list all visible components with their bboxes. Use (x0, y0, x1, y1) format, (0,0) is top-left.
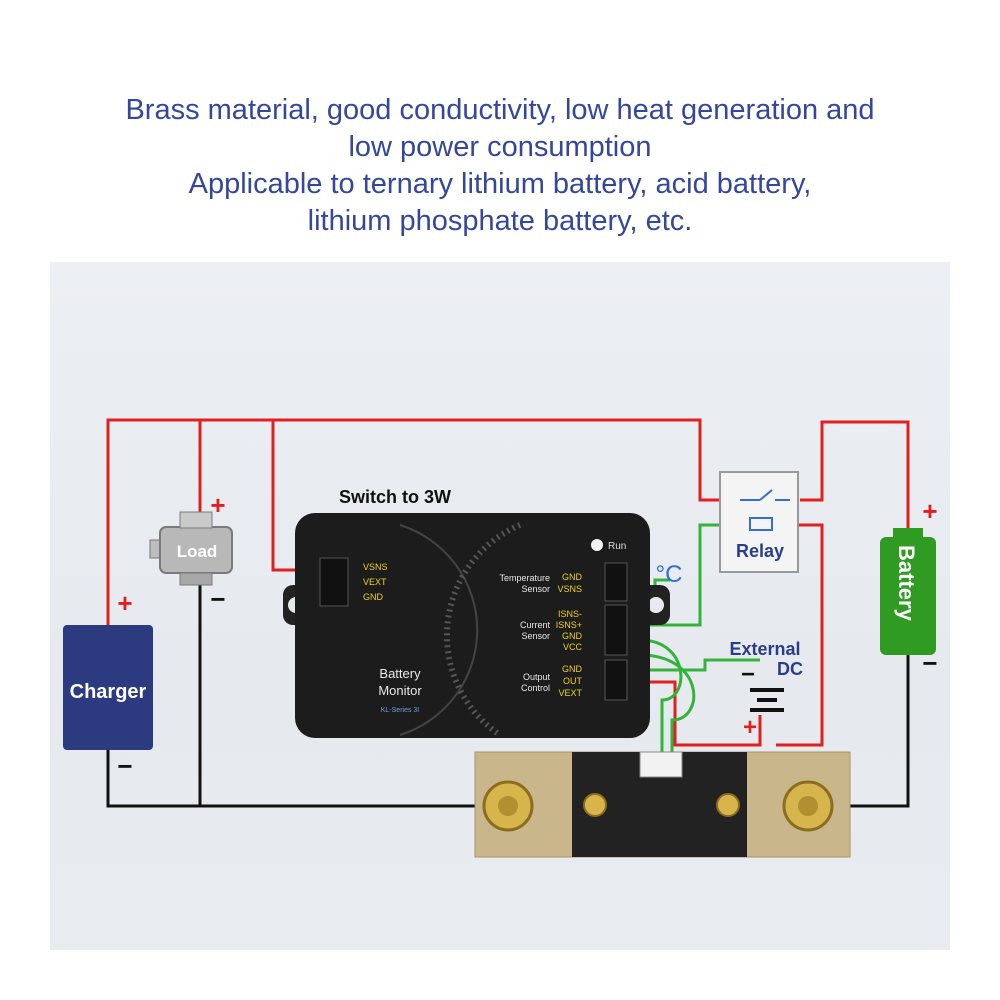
shunt-bolt-right-core (798, 796, 818, 816)
external-dc-label-2: DC (777, 659, 803, 679)
relay-body (719, 471, 799, 573)
charger-body (63, 625, 153, 750)
dc-minus: − (741, 661, 755, 688)
pin-label-gnd: GND (363, 592, 384, 602)
wiring-svg: Charger + − Load + − Switch to 3W Run Ba… (63, 418, 938, 858)
relay: Relay (719, 471, 799, 573)
monitor-series: KL-Series 3I (381, 707, 420, 714)
temp-connector (604, 562, 628, 602)
output-label-2: Control (521, 683, 550, 693)
negative-wires (106, 580, 910, 808)
shunt-screw-right (716, 793, 740, 817)
caption-line: Brass material, good conductivity, low h… (125, 94, 875, 126)
current-label-1: Current (520, 620, 551, 630)
mount-hole-right (648, 597, 664, 613)
external-dc-label-1: External (729, 639, 800, 659)
battery: Battery + − (880, 496, 938, 678)
load-plus: + (210, 490, 225, 520)
charger-plus: + (117, 588, 132, 618)
external-dc: External DC − + (729, 639, 803, 741)
battery-terminal (893, 528, 923, 538)
shunt (474, 751, 851, 858)
battery-monitor: Switch to 3W Run Battery Monitor KL-Seri… (283, 487, 670, 738)
run-label: Run (608, 541, 626, 552)
main-positive-wire (106, 418, 740, 625)
shunt-bolt-left-core (498, 796, 518, 816)
caption-line: Applicable to ternary lithium battery, a… (188, 168, 812, 200)
relay-coil (749, 517, 773, 531)
monitor-arc-left (399, 524, 479, 736)
load-minus: − (210, 584, 225, 614)
load: Load + − (149, 490, 233, 614)
output-label-1: Output (523, 672, 551, 682)
temp-pin-vsns: VSNS (557, 584, 582, 594)
monitor-body (295, 513, 650, 738)
positive-wires (106, 418, 910, 747)
current-connector (604, 604, 628, 656)
load-top (179, 511, 213, 529)
temp-label-1: Temperature (499, 573, 550, 583)
temp-label-2: Sensor (521, 584, 550, 594)
out-to-external-wire (640, 680, 762, 747)
shunt-screw-left (583, 793, 607, 817)
battery-minus: − (922, 648, 937, 678)
battery-plus: + (922, 496, 937, 526)
current-pin-gnd: GND (562, 631, 583, 641)
current-pin-isns-minus: ISNS- (558, 609, 582, 619)
output-pin-out: OUT (563, 676, 583, 686)
monitor-title-1: Battery (379, 666, 421, 681)
relay-switch-arm (759, 489, 773, 501)
temperature-unit: °C (656, 561, 683, 588)
left-connector (319, 557, 349, 607)
monitor-arc-right (443, 522, 522, 738)
output-connector (604, 659, 628, 701)
shunt-connector (639, 751, 683, 778)
pin-label-vext: VEXT (363, 577, 387, 587)
monitor-title-2: Monitor (378, 683, 422, 698)
load-base (179, 572, 213, 586)
charger: Charger + − (63, 588, 153, 781)
current-sense-loop (639, 638, 683, 760)
current-sense-loop-2 (639, 653, 696, 760)
battery-negative-wire (830, 655, 910, 808)
battery-body (880, 537, 936, 655)
output-pin-vext: VEXT (558, 688, 582, 698)
pin-label-vsns: VSNS (363, 562, 388, 572)
battery-positive-wire (800, 420, 910, 530)
battery-label: Battery (894, 545, 919, 622)
caption-line: low power consumption (348, 131, 652, 163)
charger-label: Charger (70, 681, 147, 703)
caption: Brass material, good conductivity, low h… (0, 92, 1000, 240)
run-led (591, 539, 603, 551)
current-pin-isns-plus: ISNS+ (556, 620, 582, 630)
gnd-to-external-wire (640, 658, 760, 672)
caption-line: lithium phosphate battery, etc. (307, 205, 693, 237)
load-label: Load (177, 542, 218, 561)
wiring-diagram: Charger + − Load + − Switch to 3W Run Ba… (50, 262, 950, 950)
current-pin-vcc: VCC (563, 642, 583, 652)
temp-pin-gnd: GND (562, 572, 583, 582)
switch-label: Switch to 3W (339, 487, 451, 507)
signal-wires (639, 523, 760, 760)
current-label-2: Sensor (521, 631, 550, 641)
output-pin-gnd: GND (562, 664, 583, 674)
relay-label: Relay (736, 541, 784, 561)
charger-negative-wire (106, 750, 485, 808)
charger-minus: − (117, 751, 132, 781)
dc-plus: + (743, 714, 757, 741)
